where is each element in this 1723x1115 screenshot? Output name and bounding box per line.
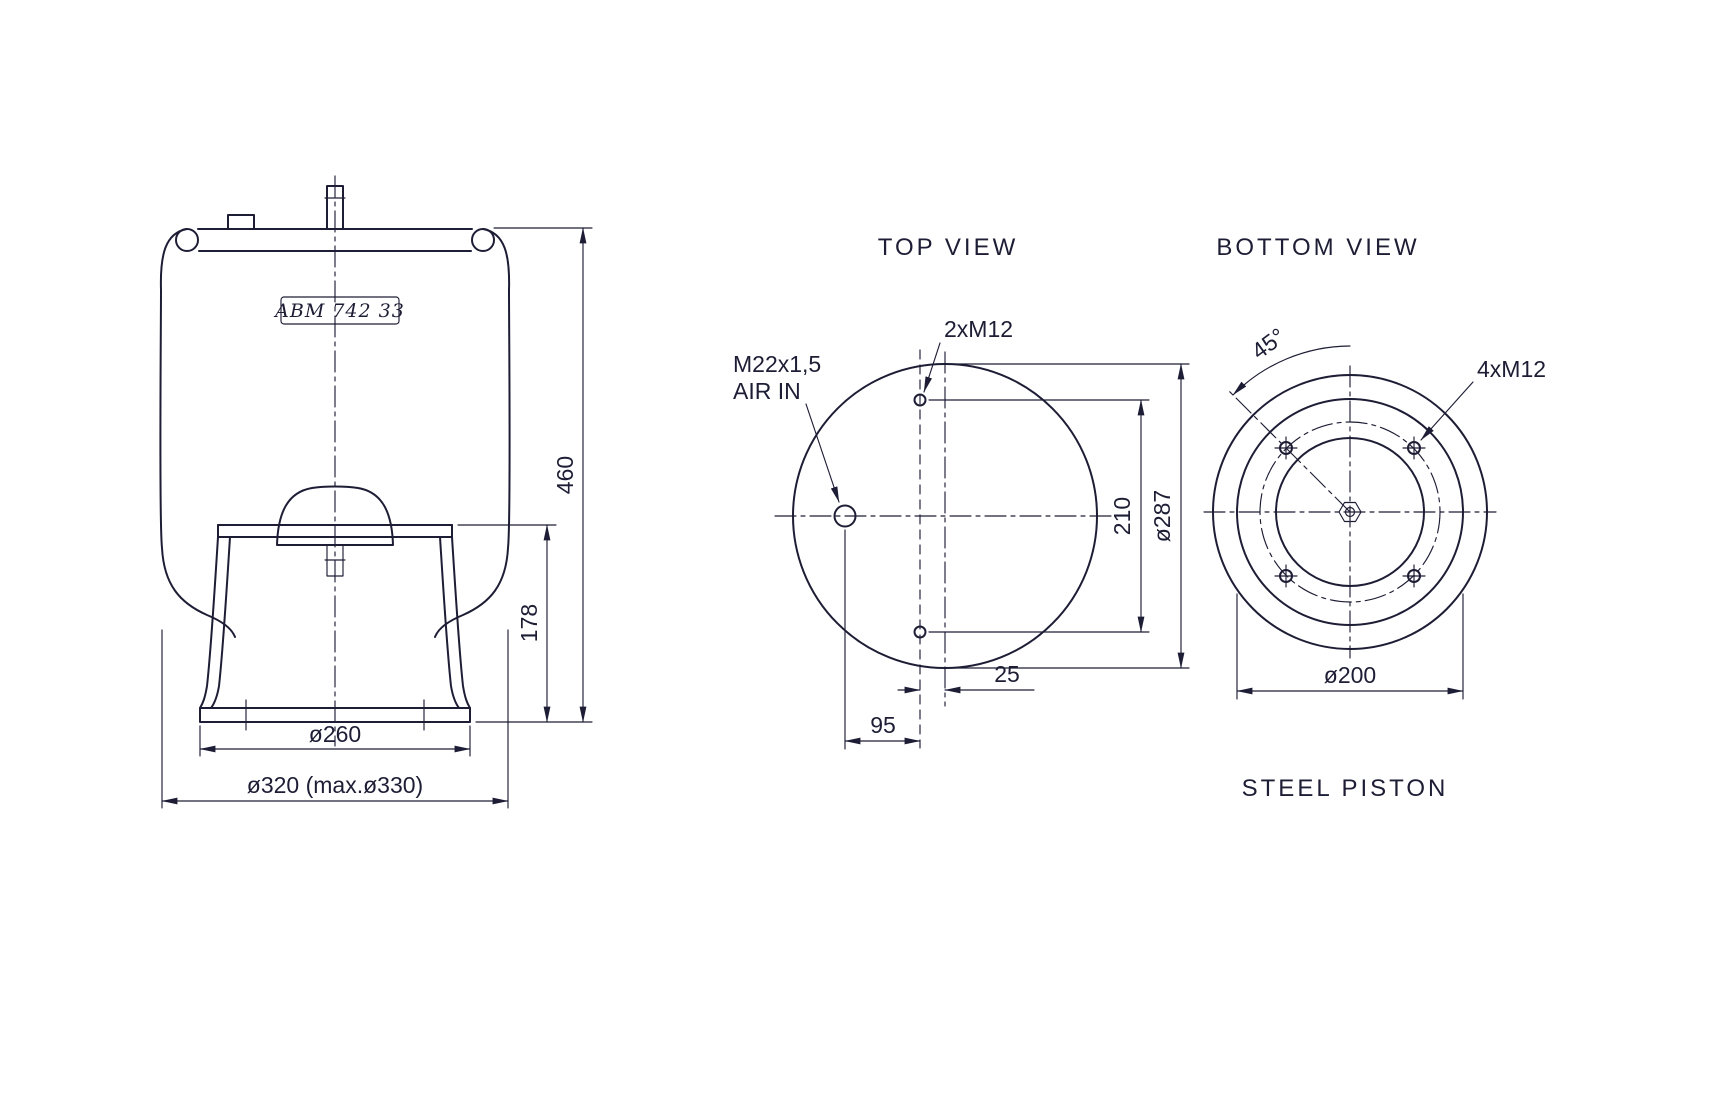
side-view: ABM 742 33 460 178 ø260 ø320 (max.ø330) bbox=[159, 175, 593, 809]
label-air-port-line1: M22x1,5 bbox=[733, 351, 821, 377]
steel-piston-caption: STEEL PISTON bbox=[1242, 775, 1449, 802]
dim-stud-offset: 25 bbox=[897, 661, 1035, 694]
dim-piston-height-text: 178 bbox=[516, 604, 542, 642]
top-view: TOP VIEW 2xM12 M22x1,5 AIR IN 210 bbox=[733, 234, 1190, 750]
bumper-dome bbox=[276, 485, 394, 577]
callout-studs: 2xM12 bbox=[923, 316, 1013, 393]
top-plate bbox=[175, 214, 495, 252]
part-label: ABM 742 33 bbox=[273, 296, 405, 325]
dim-bottom-dia-text: ø260 bbox=[309, 721, 361, 747]
piston-base-plate bbox=[199, 707, 471, 723]
dim-max-dia: ø320 (max.ø330) bbox=[161, 629, 509, 809]
base-plate-clips bbox=[245, 699, 425, 731]
dim-angle: 45° bbox=[1232, 323, 1351, 396]
air-port-circle bbox=[833, 504, 857, 528]
top-view-title: TOP VIEW bbox=[878, 234, 1018, 261]
dim-total-height-text: 460 bbox=[552, 456, 578, 494]
piston-body bbox=[199, 524, 471, 731]
dim-plate-dia-text: ø287 bbox=[1149, 490, 1175, 542]
label-studs: 2xM12 bbox=[944, 316, 1013, 342]
callout-air-port: M22x1,5 AIR IN bbox=[733, 351, 840, 503]
bottom-view-diagonal-centerline bbox=[1227, 389, 1351, 513]
dim-total-height: 460 bbox=[475, 227, 593, 723]
air-stud bbox=[324, 185, 346, 229]
dim-air-offset: 95 bbox=[844, 529, 921, 750]
dim-air-offset-text: 95 bbox=[870, 712, 896, 738]
dim-stud-offset-text: 25 bbox=[994, 661, 1020, 687]
dim-max-dia-text: ø320 (max.ø330) bbox=[247, 772, 423, 798]
bellows-outline bbox=[159, 228, 511, 638]
dim-bolt-circle-dia: ø200 bbox=[1236, 593, 1464, 700]
stud-hole-bottom bbox=[913, 625, 927, 639]
bottom-view: BOTTOM VIEW 45° bbox=[1203, 234, 1546, 802]
bottom-view-title: BOTTOM VIEW bbox=[1216, 234, 1419, 261]
bolt-holes bbox=[1274, 436, 1426, 588]
dim-plate-dia: ø287 bbox=[953, 363, 1190, 669]
dim-stud-spacing: 210 bbox=[928, 399, 1150, 633]
piston-bolt bbox=[324, 544, 346, 577]
callout-bolts: 4xM12 bbox=[1420, 356, 1546, 441]
dim-bolt-circle-dia-text: ø200 bbox=[1324, 662, 1376, 688]
dim-bottom-dia: ø260 bbox=[199, 721, 471, 757]
label-air-port-line2: AIR IN bbox=[733, 378, 801, 404]
center-hex-nut bbox=[1338, 501, 1362, 523]
stud-hole-top bbox=[913, 393, 927, 407]
dim-angle-text: 45° bbox=[1247, 323, 1290, 364]
dim-piston-height: 178 bbox=[457, 524, 557, 723]
dim-stud-spacing-text: 210 bbox=[1109, 497, 1135, 535]
part-label-text: ABM 742 33 bbox=[273, 300, 405, 322]
label-bolts: 4xM12 bbox=[1477, 356, 1546, 382]
